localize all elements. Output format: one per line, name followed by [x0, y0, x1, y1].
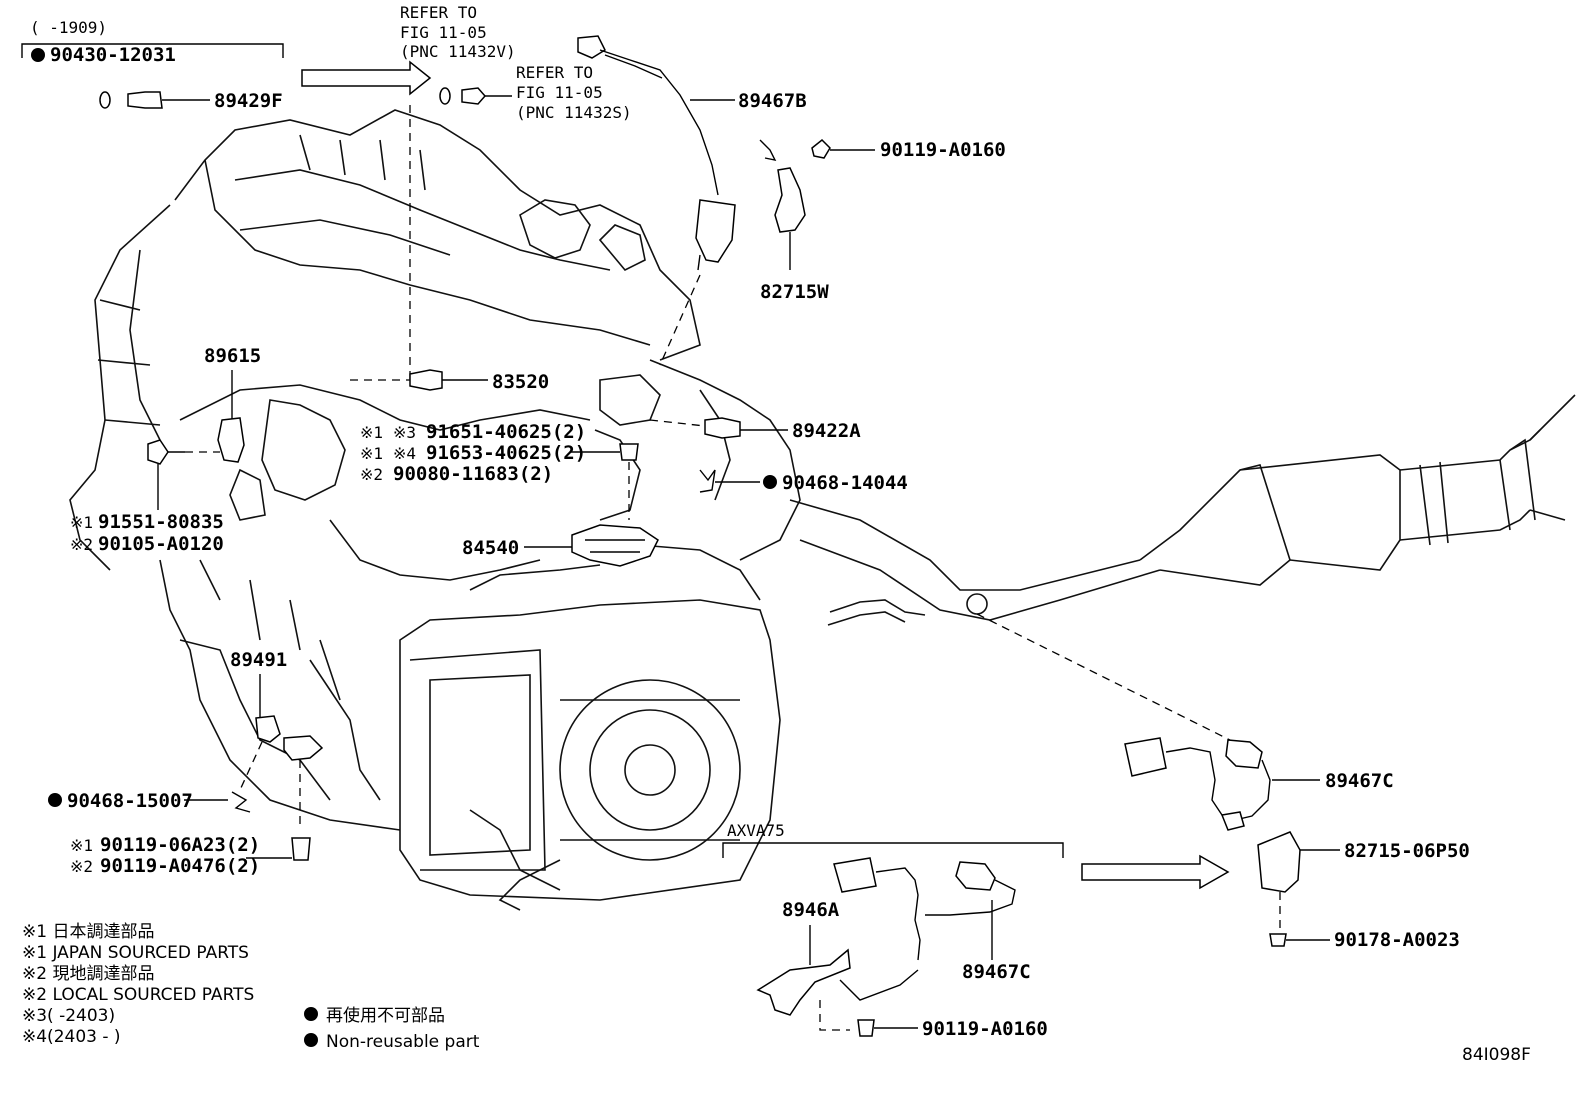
sensor-bracket-icon [283, 735, 324, 761]
bolt-91651-icon [619, 443, 639, 461]
legend-line-6: ※4(2403 - ) [22, 1027, 121, 1047]
axva75-bracket [722, 842, 1064, 858]
bracket-82715-06p50-icon [1257, 831, 1301, 893]
mark-1-d: ※1 [70, 836, 93, 855]
leader-dashed [976, 613, 1241, 746]
sensor-89615-icon [217, 417, 245, 463]
non-reusable-dot-icon [31, 48, 45, 62]
mark-2-a: ※2 [70, 535, 93, 554]
label-83520: 83520 [492, 371, 549, 393]
sensor-89467c-bottom-drawing [833, 857, 1016, 1001]
clip-90468-14044-icon [699, 469, 716, 493]
label-90468-15007: 90468-15007 [67, 790, 193, 812]
label-90119-A0476: 90119-A0476(2) [100, 855, 260, 877]
refer1-line2: FIG 11-05 [400, 23, 487, 42]
top-note-range: ( -1909) [30, 18, 107, 37]
label-89491: 89491 [230, 649, 287, 671]
label-90119-06A23: 90119-06A23(2) [100, 834, 260, 856]
mark-1-a: ※1 [70, 513, 93, 532]
refer1-line1: REFER TO [400, 3, 477, 22]
mark-2-b: ※2 [360, 465, 383, 484]
label-90119-A0160-top: 90119-A0160 [880, 139, 1006, 161]
mark-1-b: ※1 [360, 423, 383, 442]
legend-line-3: ※2 現地調達部品 [22, 964, 154, 984]
exhaust-catalyst-drawing [789, 394, 1576, 626]
figure-id: 84I098F [1462, 1045, 1531, 1065]
clip-90468-15007-icon [231, 791, 251, 813]
label-91551-80835: 91551-80835 [98, 511, 224, 533]
sensor-89467b-drawing [577, 35, 736, 271]
legend-line-1: ※1 日本調達部品 [22, 922, 154, 942]
label-90080-11683: 90080-11683(2) [393, 463, 553, 485]
label-90468-14044: 90468-14044 [782, 472, 908, 494]
refer2-line1: REFER TO [516, 63, 593, 82]
sensor-89467c-right-drawing [1124, 737, 1271, 831]
label-90105-A0120: 90105-A0120 [98, 533, 224, 555]
label-90430-12031: 90430-12031 [50, 44, 176, 66]
legend-nonreusable-jp: 再使用不可部品 [326, 1005, 445, 1026]
bracket-82715w-drawing [759, 139, 806, 270]
bolt-90178-icon [1269, 933, 1287, 947]
label-82715-06P50: 82715-06P50 [1344, 840, 1470, 862]
legend: ※1 日本調達部品 ※1 JAPAN SOURCED PARTS ※2 現地調達… [22, 922, 480, 1052]
label-91651-40625: 91651-40625(2) [426, 421, 586, 443]
non-reusable-dot-icon [48, 793, 62, 807]
label-91653-40625: 91653-40625(2) [426, 442, 586, 464]
bolt-91551-icon [147, 439, 169, 465]
non-reusable-dot-icon [304, 1033, 318, 1047]
mark-4: ※4 [393, 444, 416, 463]
label-90178-A0023: 90178-A0023 [1334, 929, 1460, 951]
label-8946A: 8946A [782, 899, 840, 921]
bolt-90119-06a23-icon [291, 837, 311, 861]
leader-dashed [659, 274, 701, 366]
refer-arrow-icon [301, 60, 432, 96]
bolt-icon [461, 87, 486, 105]
sensor-89491-icon [255, 715, 281, 743]
bolt-90119-bottom-icon [857, 1019, 875, 1037]
legend-line-5: ※3( -2403) [22, 1006, 115, 1026]
refer2-line2: FIG 11-05 [516, 83, 603, 102]
label-84540: 84540 [462, 537, 519, 559]
washer-icon [99, 91, 111, 109]
refer2-line3: (PNC 11432S) [516, 103, 632, 122]
bracket-8946a-icon [756, 948, 851, 1016]
sensor-83520-icon [409, 369, 443, 391]
non-reusable-dot-icon [763, 475, 777, 489]
sensor-89422a-icon [704, 417, 741, 439]
legend-line-4: ※2 LOCAL SOURCED PARTS [22, 985, 254, 1005]
non-reusable-dot-icon [304, 1007, 318, 1021]
label-90119-A0160-bottom: 90119-A0160 [922, 1018, 1048, 1040]
mark-1-c: ※1 [360, 444, 383, 463]
label-82715W: 82715W [760, 281, 829, 303]
axva75-label: AXVA75 [727, 821, 785, 840]
label-89467C-bottom: 89467C [962, 961, 1031, 983]
label-89429F: 89429F [214, 90, 283, 112]
refer1-line3: (PNC 11432V) [400, 42, 516, 61]
mark-2-c: ※2 [70, 857, 93, 876]
right-arrow-icon [1081, 854, 1230, 890]
label-89615: 89615 [204, 345, 261, 367]
label-89467B: 89467B [738, 90, 807, 112]
legend-nonreusable-en: Non-reusable part [326, 1032, 480, 1052]
washer-icon [439, 87, 451, 105]
top-note-bracket [21, 43, 284, 58]
label-89422A: 89422A [792, 420, 861, 442]
mark-3: ※3 [393, 423, 416, 442]
engine-assembly-drawing [69, 109, 801, 911]
legend-line-2: ※1 JAPAN SOURCED PARTS [22, 943, 249, 963]
bolt-90119-top-icon [811, 138, 831, 159]
sensor-89429f-icon [127, 91, 163, 109]
switch-84540-icon [571, 524, 659, 567]
label-89467C-right: 89467C [1325, 770, 1394, 792]
